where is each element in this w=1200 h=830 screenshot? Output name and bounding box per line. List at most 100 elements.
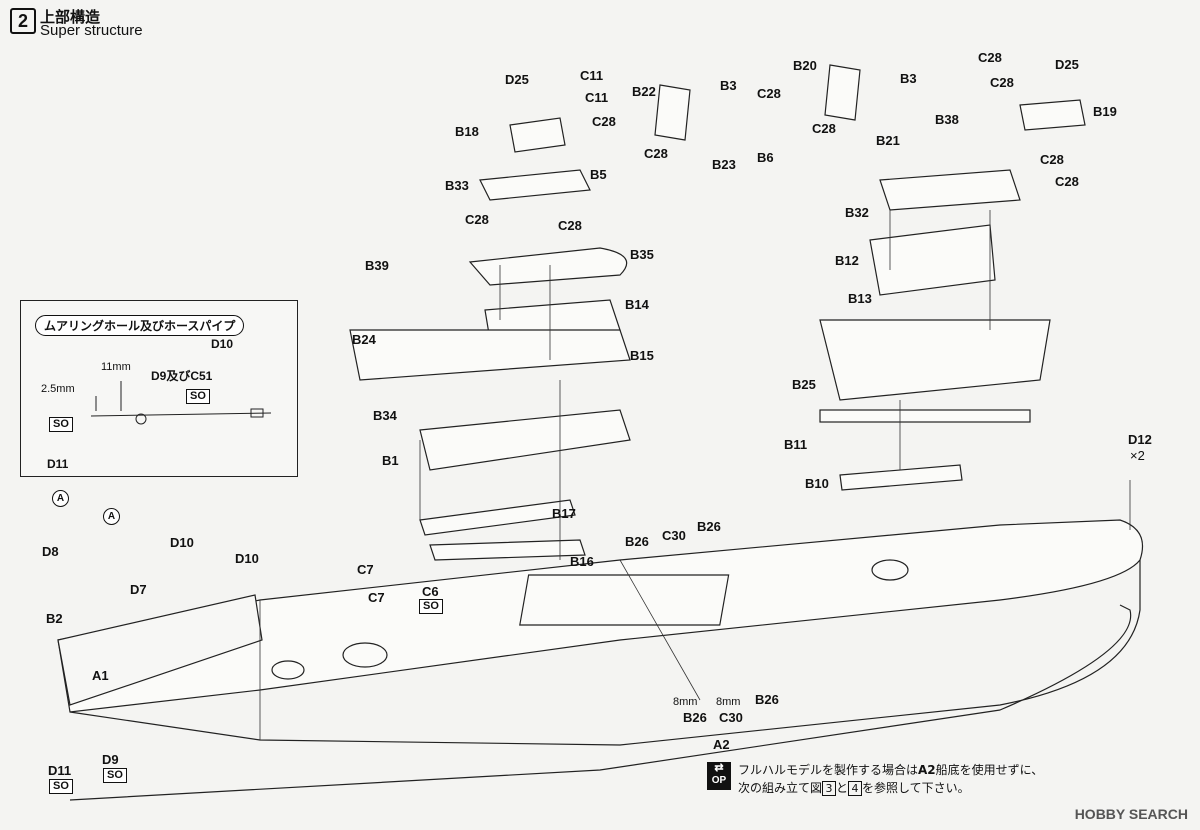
label-c30-b: C30 — [719, 710, 743, 725]
label-b14: B14 — [625, 297, 649, 312]
option-arrow-icon: ⇄ — [714, 762, 724, 774]
label-b32: B32 — [845, 205, 869, 220]
label-8mm-b: 8mm — [716, 696, 741, 708]
label-d9: D9 — [102, 752, 119, 767]
step-title-jp: 上部構造 — [40, 8, 101, 26]
mooring-hole-inset: ムアリングホール及びホースパイプ D10 11mm 2.5mm D9及びC51 … — [20, 300, 298, 477]
label-c11-b: C11 — [585, 90, 609, 105]
b16 — [429, 539, 586, 561]
b20-b21 — [824, 64, 861, 121]
hull-side — [69, 560, 1141, 746]
label-b16: B16 — [570, 554, 594, 569]
label-b11: B11 — [784, 437, 808, 452]
label-c28-c: C28 — [465, 212, 489, 227]
step-title-en: Super structure — [40, 22, 143, 39]
label-d8: D8 — [42, 544, 59, 559]
marker-a-1: A — [52, 490, 69, 507]
label-c28-h: C28 — [990, 75, 1014, 90]
label-b5: B5 — [590, 167, 607, 182]
label-b26-c: B26 — [755, 692, 779, 707]
label-d25-right: D25 — [1055, 57, 1079, 72]
label-b21: B21 — [876, 133, 900, 148]
label-b10: B10 — [805, 476, 829, 491]
marker-a-2: A — [103, 508, 120, 525]
label-c28-g: C28 — [978, 50, 1002, 65]
hull-bottom-a2 — [69, 604, 1132, 801]
label-b20: B20 — [793, 58, 817, 73]
watermark: HOBBY SEARCH — [1074, 806, 1188, 822]
label-d11: D11 — [48, 763, 72, 778]
label-b23: B23 — [712, 157, 736, 172]
b25 — [819, 319, 1051, 401]
label-c30-a: C30 — [662, 528, 686, 543]
note-line1-bold: A2 — [918, 763, 936, 777]
turret-base-aft — [871, 559, 909, 581]
label-b33: B33 — [445, 178, 469, 193]
label-b2: B2 — [46, 611, 63, 626]
option-mark: ⇄OP — [707, 762, 731, 790]
option-label: OP — [711, 775, 727, 786]
note-step3: 3 — [822, 781, 837, 796]
label-b13: B13 — [848, 291, 872, 306]
hull-deck — [57, 519, 1144, 713]
label-d25-left: D25 — [505, 72, 529, 87]
b1 — [419, 409, 631, 471]
step-number-box: 2 — [10, 8, 36, 34]
label-b24: B24 — [352, 332, 376, 347]
inset-dim-11mm: 11mm — [101, 361, 131, 373]
b18 — [509, 117, 566, 153]
label-b26-b: B26 — [697, 519, 721, 534]
label-b3-left: B3 — [720, 78, 737, 93]
b32 — [879, 169, 1021, 211]
inset-d10-label: D10 — [211, 337, 234, 351]
funnel-base-1 — [342, 642, 388, 668]
bow-part-a1 — [57, 594, 263, 706]
b10 — [839, 464, 963, 491]
note-mid: と — [836, 781, 849, 795]
label-x2: ×2 — [1130, 448, 1145, 463]
b22-b23 — [654, 84, 691, 141]
inset-d11-label: D11 — [47, 457, 69, 471]
inset-dim-2-5mm: 2.5mm — [41, 383, 75, 395]
label-c28-b: C28 — [644, 146, 668, 161]
label-c11-a: C11 — [580, 68, 604, 83]
inset-title: ムアリングホール及びホースパイプ — [35, 315, 245, 336]
inset-drawing — [90, 381, 272, 425]
label-d10-a: D10 — [170, 535, 194, 550]
note-step4: 4 — [848, 781, 863, 796]
b19 — [1019, 99, 1086, 131]
note-line2-pre: 次の組み立て図 — [738, 781, 823, 795]
label-b39: B39 — [365, 258, 389, 273]
label-c28-a: C28 — [592, 114, 616, 129]
label-b35: B35 — [630, 247, 654, 262]
label-d7: D7 — [130, 582, 147, 597]
b11 — [819, 409, 1031, 423]
label-c28-f: C28 — [812, 121, 836, 136]
label-b15: B15 — [630, 348, 654, 363]
label-d12: D12 — [1128, 432, 1152, 447]
d9-so-mark: SO — [103, 768, 127, 783]
inset-so-2: SO — [49, 417, 73, 432]
label-b1: B1 — [382, 453, 399, 468]
label-b19: B19 — [1093, 104, 1117, 119]
bridge-b33 — [479, 169, 591, 201]
bridge-deck-b35 — [468, 247, 628, 286]
label-a1: A1 — [92, 668, 109, 683]
note-line1-post: 船底を使用せずに、 — [935, 763, 1044, 777]
label-b17: B17 — [552, 506, 576, 521]
label-a2: A2 — [713, 737, 730, 752]
label-c28-j: C28 — [1055, 174, 1079, 189]
label-d10-b: D10 — [235, 551, 259, 566]
label-b12: B12 — [835, 253, 859, 268]
note-line1-pre: フルハルモデルを製作する場合は — [738, 763, 919, 777]
b24 — [349, 329, 631, 381]
c6-so-mark: SO — [419, 599, 443, 614]
label-8mm-a: 8mm — [673, 696, 698, 708]
label-b38: B38 — [935, 112, 959, 127]
label-c28-d: C28 — [558, 218, 582, 233]
d11-so-mark: SO — [49, 779, 73, 794]
label-c28-e: C28 — [757, 86, 781, 101]
